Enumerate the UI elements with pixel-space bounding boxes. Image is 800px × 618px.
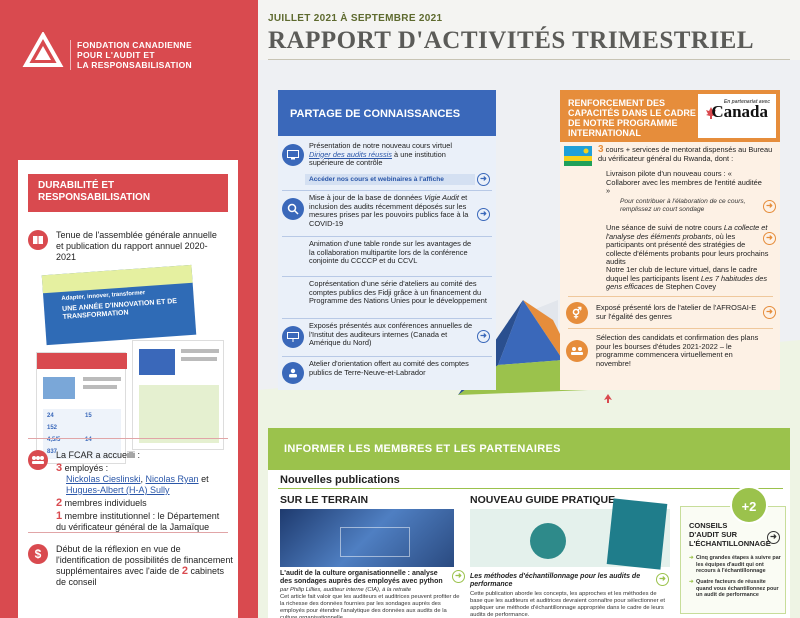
book-club-text: Notre 1er club de lecture virtuel, dans …	[606, 265, 768, 292]
new-guide-title: NOUVEAU GUIDE PRATIQUE	[470, 494, 616, 506]
employee-link-1[interactable]: Nickolas Cieslinski	[66, 474, 141, 484]
maple-leaf-icon	[604, 394, 612, 403]
arrow-right-circle-icon[interactable]: ➜	[477, 208, 490, 221]
inform-members-title: INFORMER LES MEMBRES ET LES PARTENAIRES	[268, 428, 790, 470]
guide-cover-image	[470, 498, 670, 570]
dollar-icon: $	[28, 544, 48, 564]
survey-link[interactable]: Pour contribuer à l'élaboration de ce co…	[620, 198, 746, 213]
article-summary: Cet article fait valoir que les auditeur…	[280, 594, 460, 618]
maple-leaf-icon	[706, 107, 716, 119]
sampling-tips-box: CONSEILS D'AUDIT SUR L'ÉCHANTILLONNAGE ➜…	[680, 506, 786, 614]
annual-meeting-text: Tenue de l'assemblée générale annuelle e…	[56, 230, 217, 262]
rwanda-courses-text: 3 cours + services de mentorat dispensés…	[598, 144, 773, 163]
sustainability-title: DURABILITÉ ET RESPONSABILISATION	[28, 174, 228, 212]
arrow-right-circle-icon[interactable]: ➜	[763, 232, 776, 245]
sustainability-panel: DURABILITÉ ET RESPONSABILISATION Tenue d…	[18, 160, 238, 618]
organization-name: FONDATION CANADIENNE POUR L'AUDIT ET LA …	[70, 40, 192, 70]
list-item-vigie: Mise à jour de la base de données Vigie …	[282, 193, 492, 234]
arrow-right-circle-icon[interactable]: ➜	[477, 173, 490, 186]
new-publications-heading: Nouvelles publications	[280, 474, 400, 486]
guide-summary: Cette publication aborde les concepts, l…	[470, 591, 665, 618]
report-subtitle: UNE ANNÉE D'INNOVATION ET DE TRANSFORMAT…	[61, 297, 178, 321]
guide-book	[606, 498, 668, 570]
arrow-right-circle-icon[interactable]: ➜	[767, 531, 780, 544]
online-course-icon	[282, 144, 304, 166]
gender-equality-icon: ⚥	[566, 302, 588, 324]
pilot-course-text: Livraison pilote d'un nouveau cours : « …	[606, 169, 762, 196]
knowledge-sharing-title: PARTAGE DE CONNAISSANCES	[278, 90, 496, 136]
course-link[interactable]: Diriger des audits réussis	[309, 149, 392, 159]
employee-link-3[interactable]: Hugues-Albert (H-A) Sully	[66, 485, 170, 495]
plus-two-badge: +2	[730, 486, 768, 524]
org-line-2: POUR L'AUDIT ET	[77, 50, 155, 60]
employee-link-2[interactable]: Nicolas Ryan	[145, 474, 199, 484]
arrow-right-circle-icon[interactable]: ➜	[763, 200, 776, 213]
capacity-building-section: RENFORCEMENT DES CAPACITÉS DANS LE CADRE…	[560, 90, 780, 390]
brand-block: FONDATION CANADIENNE POUR L'AUDIT ET LA …	[0, 0, 258, 110]
arrow-right-circle-icon[interactable]: ➜	[763, 306, 776, 319]
inform-members-section: INFORMER LES MEMBRES ET LES PARTENAIRES …	[268, 428, 790, 618]
people-group-icon	[28, 450, 48, 470]
list-item-course: Présentation de notre nouveau cours virt…	[282, 141, 492, 188]
arrow-right-circle-icon[interactable]: ➜	[477, 330, 490, 343]
list-item-iia: Exposés présentés aux conférences annuel…	[282, 321, 492, 354]
scholarship-text: Sélection des candidats et confirmation …	[596, 333, 759, 368]
hires-text: La FCAR a accueilli : 3 employés : Nicko…	[56, 450, 220, 532]
org-line-3: LA RESPONSABILISATION	[77, 60, 192, 70]
hires-item: La FCAR a accueilli : 3 employés : Nicko…	[28, 450, 233, 533]
report-period: JUILLET 2021 À SEPTEMBRE 2021	[268, 13, 443, 24]
sampling-tip-1[interactable]: Cinq grandes étapes à suivre par les équ…	[689, 555, 783, 575]
on-the-ground-title: SUR LE TERRAIN	[280, 494, 369, 506]
article-byline: par Philip Lillies, auditeur interne (CI…	[280, 587, 412, 593]
canada-partner-logo: En partenariat avec Canada	[698, 94, 776, 138]
report-cover: Adapter, innover, transformer UNE ANNÉE …	[41, 264, 197, 346]
capacity-building-header: RENFORCEMENT DES CAPACITÉS DANS LE CADRE…	[560, 90, 780, 142]
report-page-left: 24 152 4,5/5 15 14 837	[36, 352, 127, 464]
group-icon	[282, 362, 304, 384]
scholarship-group-icon	[566, 340, 588, 362]
annual-meeting-item: Tenue de l'assemblée générale annuelle e…	[28, 230, 233, 263]
book-icon	[28, 230, 48, 250]
org-line-1: FONDATION CANADIENNE	[77, 40, 192, 50]
page-title: RAPPORT D'ACTIVITÉS TRIMESTRIEL	[268, 27, 755, 54]
fcar-logo-icon	[22, 32, 64, 67]
follow-up-text: Une séance de suivi de notre cours La co…	[606, 223, 769, 267]
search-icon	[282, 198, 304, 220]
gender-workshop-text: Exposé présenté lors de l'atelier de l'A…	[596, 303, 757, 321]
article-title[interactable]: L'audit de la culture organisationnelle …	[280, 570, 443, 586]
guide-title-link[interactable]: Les méthodes d'échantillonnage pour les …	[470, 573, 641, 589]
funding-item: $ Début de la réflexion en vue de l'iden…	[28, 544, 233, 588]
funding-text: Début de la réflexion en vue de l'identi…	[56, 544, 233, 587]
list-item-roundtable: Animation d'une table ronde sur les avan…	[309, 239, 472, 266]
report-cover-band	[41, 264, 193, 294]
arrow-right-circle-icon[interactable]: ➜	[452, 570, 465, 583]
list-item-newfoundland: Atelier d'orientation offert au comité d…	[282, 359, 492, 388]
list-item-fiji: Coprésentation d'une série d'ateliers au…	[309, 279, 487, 306]
data-analysis-image	[280, 509, 454, 567]
annual-report-preview[interactable]: Adapter, innover, transformer UNE ANNÉE …	[36, 264, 226, 480]
sampling-tips-title: CONSEILS D'AUDIT SUR L'ÉCHANTILLONNAGE	[689, 521, 771, 548]
knowledge-sharing-section: PARTAGE DE CONNAISSANCES Présentation de…	[278, 90, 496, 390]
sampling-tip-2[interactable]: Quatre facteurs de réussite quand vous é…	[689, 579, 783, 599]
capacity-building-title: RENFORCEMENT DES CAPACITÉS DANS LE CADRE…	[568, 98, 696, 138]
report-page-right	[132, 340, 224, 450]
sidebar: FONDATION CANADIENNE POUR L'AUDIT ET LA …	[0, 0, 258, 618]
courses-webinars-link[interactable]: Accéder nos cours et webinaires à l'affi…	[305, 174, 475, 185]
presentation-icon	[282, 326, 304, 348]
arrow-right-circle-icon[interactable]: ➜	[656, 573, 669, 586]
rwanda-flag-icon	[564, 146, 592, 166]
